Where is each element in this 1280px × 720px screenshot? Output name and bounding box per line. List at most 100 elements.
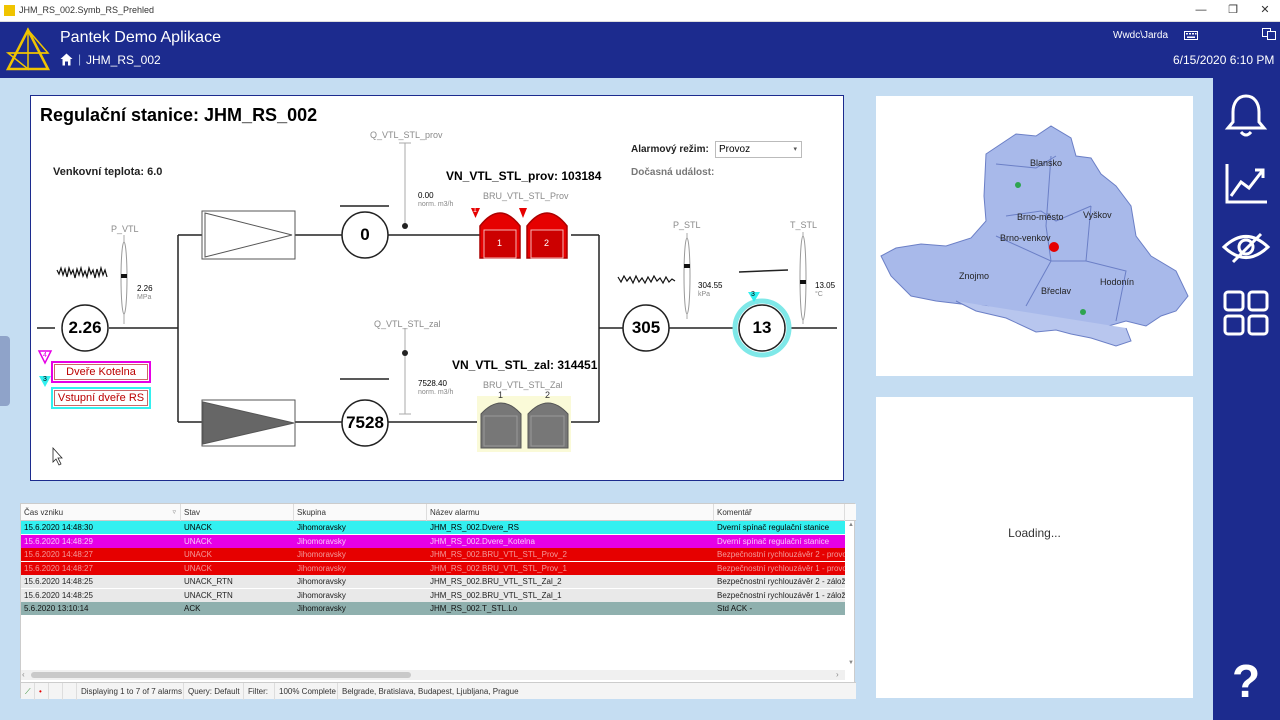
table-cell-group: Jihomoravsky: [297, 604, 346, 613]
station-synoptic: Regulační stanice: JHM_RS_002 Venkovní t…: [30, 95, 844, 481]
user-name[interactable]: Wwdc\Jarda: [1113, 30, 1169, 41]
eye-icon[interactable]: [1221, 222, 1271, 272]
map-label-vyskov: Vyškov: [1083, 210, 1112, 220]
scroll-up-icon[interactable]: ▲: [848, 522, 854, 528]
table-cell-time: 15.6.2020 14:48:25: [24, 590, 93, 600]
door-rs-button[interactable]: Vstupní dveře RS: [51, 387, 151, 409]
column-header-name[interactable]: Název alarmu: [427, 504, 714, 521]
door-kotelna-button[interactable]: Dveře Kotelna: [51, 361, 151, 383]
app-title: Pantek Demo Aplikace: [60, 29, 221, 46]
p-stl-label: P_STL: [673, 220, 701, 230]
keyboard-icon[interactable]: [1184, 31, 1198, 40]
column-header-comment[interactable]: Komentář: [714, 504, 845, 521]
vn-zal-counter: VN_VTL_STL_zal: 314451: [452, 358, 598, 372]
scroll-right-icon[interactable]: ›: [836, 670, 839, 679]
trend-icon[interactable]: [1221, 158, 1271, 208]
bru-prov-2-number[interactable]: 2: [544, 238, 550, 248]
door-rs-alarm-icon: [39, 376, 51, 387]
bru-zal-2-number[interactable]: 2: [545, 390, 551, 400]
date-time: 6/15/2020 6:10 PM: [1173, 53, 1275, 67]
column-header-group[interactable]: Skupina: [294, 504, 427, 521]
table-cell-name: JHM_RS_002.Dvere_Kotelna: [430, 536, 535, 546]
horizontal-scrollbar[interactable]: ‹ ›: [21, 670, 845, 680]
table-cell-state: UNACK: [184, 550, 213, 559]
bru-prov-alarm-icon: [471, 208, 480, 218]
table-cell-state: UNACK_RTN: [184, 590, 233, 600]
q-zal-label: Q_VTL_STL_zal: [374, 319, 441, 329]
close-button[interactable]: ✕: [1260, 4, 1270, 16]
t-stl-label: T_STL: [790, 220, 818, 230]
table-cell-state: ACK: [184, 604, 201, 613]
column-header-time[interactable]: Čas vzniku▿: [21, 504, 181, 521]
help-icon[interactable]: ?: [1231, 655, 1261, 707]
table-cell-name: JHM_RS_002.BRU_VTL_STL_Zal_2: [430, 577, 562, 586]
scroll-down-icon[interactable]: ▼: [848, 660, 854, 666]
bru-zal-1-number[interactable]: 1: [498, 390, 504, 400]
alarm-table-header: Čas vzniku▿ Stav Skupina Název alarmu Ko…: [21, 504, 856, 521]
home-icon[interactable]: [60, 53, 73, 66]
table-cell-state: UNACK_RTN: [184, 577, 233, 586]
left-panel-tab[interactable]: [0, 336, 10, 406]
breadcrumb[interactable]: JHM_RS_002: [86, 53, 161, 67]
status-cities: Belgrade, Bratislava, Budapest, Ljubljan…: [342, 687, 519, 696]
status-alert-icon[interactable]: •: [35, 683, 49, 700]
vertical-scrollbar[interactable]: ▲ ▼: [847, 504, 856, 670]
table-cell-name: JHM_RS_002.BRU_VTL_STL_Prov_2: [430, 550, 567, 559]
grid-icon[interactable]: [1221, 288, 1271, 338]
app-icon: [4, 5, 15, 16]
sort-icon: ▿: [172, 509, 176, 516]
bru-prov-1-valve-icon: [479, 212, 521, 259]
bru-prov-1-number[interactable]: 1: [497, 238, 503, 248]
t-stl-gauge-value[interactable]: 13: [752, 318, 772, 337]
table-cell-state: UNACK: [184, 523, 213, 532]
region-map-drawing: [880, 125, 1189, 347]
p-vtl-unit: MPa: [137, 294, 152, 301]
map-label-brno-venkov: Brno-venkov: [1000, 233, 1051, 243]
app-header: Pantek Demo Aplikace | JHM_RS_002 Wwdc\J…: [0, 22, 1280, 78]
table-cell-name: JHM_RS_002.Dvere_RS: [430, 523, 519, 532]
table-cell-name: JHM_RS_002.T_STL.Lo: [430, 604, 518, 613]
t-stl-gauge-icon: [799, 232, 807, 324]
table-cell-time: 15.6.2020 14:48:27: [24, 563, 93, 573]
map-label-brno-mesto: Brno-město: [1017, 212, 1064, 222]
bru-zal-1-valve-icon: [477, 396, 524, 452]
p-stl-value: 304.55: [698, 281, 723, 290]
scroll-left-icon[interactable]: ‹: [22, 670, 25, 679]
q-zal-gauge-value[interactable]: 7528: [346, 413, 384, 432]
table-cell-comment: Bezpečnostní rychlouzávěr 1 - záložní: [717, 590, 845, 600]
p-vtl-gauge-icon: [120, 235, 128, 324]
language-icon[interactable]: [1262, 28, 1276, 40]
status-blank-1: [49, 683, 63, 700]
horizontal-scroll-thumb[interactable]: [31, 672, 411, 678]
alarm-mode-select[interactable]: Provoz▾: [715, 141, 802, 158]
p-stl-gauge-value[interactable]: 305: [631, 318, 661, 337]
q-prov-label: Q_VTL_STL_prov: [370, 130, 443, 140]
status-graph-icon[interactable]: ⟋: [21, 683, 35, 700]
door-rs-label: Vstupní dveře RS: [54, 390, 148, 406]
q-prov-gauge-value[interactable]: 0: [360, 225, 370, 244]
column-header-state[interactable]: Stav: [181, 504, 294, 521]
status-complete: 100% Complete: [275, 683, 338, 700]
table-cell-group: Jihomoravsky: [297, 590, 346, 600]
alarm-table: Čas vzniku▿ Stav Skupina Název alarmu Ko…: [20, 503, 856, 700]
status-displaying: Displaying 1 to 7 of 7 alarms: [77, 683, 184, 700]
q-prov-unit: norm. m3/h: [418, 201, 454, 208]
pantek-logo-icon: [5, 27, 51, 71]
region-map[interactable]: Blansko Brno-město Vyškov Brno-venkov Zn…: [876, 96, 1193, 376]
table-cell-comment: Bezpečnostní rychlouzávěr 2 - záložní: [717, 577, 845, 586]
minimize-button[interactable]: —: [1195, 4, 1207, 16]
regulator-top-icon: [201, 210, 296, 260]
loading-panel: Loading...: [876, 397, 1193, 698]
maximize-button[interactable]: ❐: [1228, 4, 1238, 16]
p-vtl-gauge-value[interactable]: 2.26: [68, 318, 102, 337]
table-cell-group: Jihomoravsky: [297, 577, 346, 586]
door-kotelna-alarm-badge: 4: [43, 352, 47, 359]
bell-icon[interactable]: [1221, 90, 1271, 140]
